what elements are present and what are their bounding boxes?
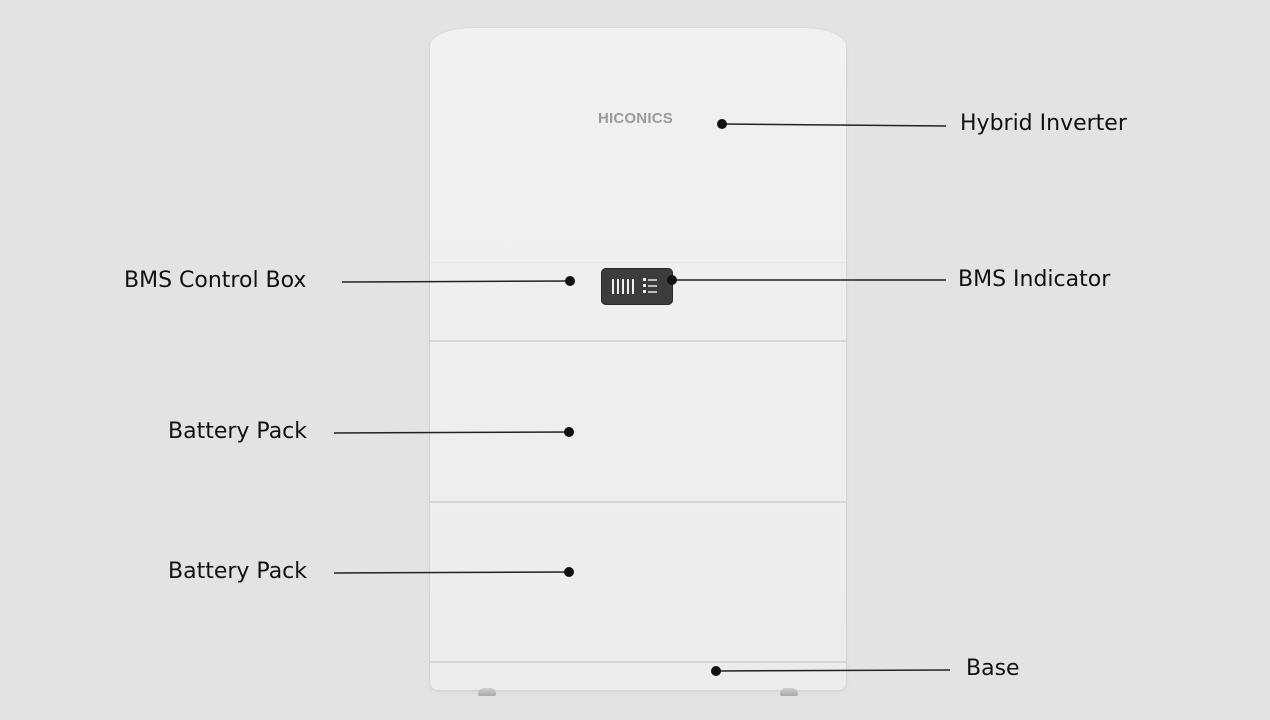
- inverter-seam: [430, 262, 846, 263]
- bms-control-box-leader: [341, 280, 571, 283]
- bms-indicator-dot: [667, 275, 677, 285]
- bms-control-box-dot: [565, 276, 575, 286]
- battery-pack-2-leader: [333, 571, 570, 574]
- indicator-leds: [643, 278, 657, 293]
- bms-indicator-panel: [601, 268, 673, 305]
- hybrid-inverter-leader: [721, 123, 947, 127]
- hybrid-inverter-label: Hybrid Inverter: [960, 111, 1127, 136]
- indicator-bars: [612, 279, 634, 294]
- battery-pack-2-dot: [564, 567, 574, 577]
- energy-storage-cabinet: HICONICS: [430, 28, 846, 690]
- hybrid-inverter-dot: [717, 119, 727, 129]
- battery-pack-2-label: Battery Pack: [168, 559, 308, 584]
- control-box-seam: [430, 340, 846, 342]
- base-dot: [711, 666, 721, 676]
- base-leader: [715, 669, 951, 672]
- battery-pack-1-label: Battery Pack: [168, 419, 308, 444]
- battery-pack-1-dot: [564, 427, 574, 437]
- base-seam: [430, 661, 846, 663]
- base-label: Base: [966, 656, 1020, 681]
- bms-indicator-label: BMS Indicator: [958, 267, 1111, 292]
- battery-pack-seam: [430, 501, 846, 503]
- bms-control-box-label: BMS Control Box: [124, 268, 307, 293]
- battery-pack-1-leader: [333, 431, 570, 434]
- right-foot: [780, 688, 798, 696]
- brand-logo: HICONICS: [598, 110, 673, 127]
- left-foot: [478, 688, 496, 696]
